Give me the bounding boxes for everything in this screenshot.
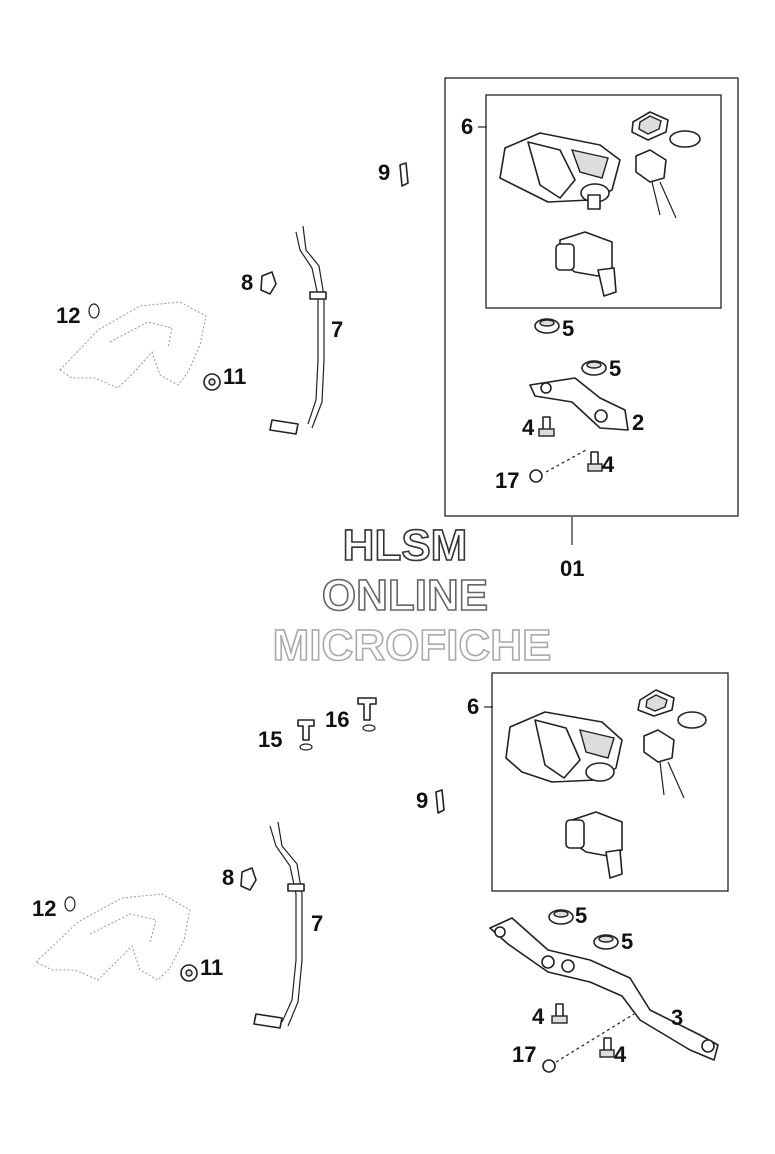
bolt-part [297, 697, 377, 751]
label-4: 4 [532, 1004, 545, 1029]
watermark-line-3: MICROFICHE [273, 621, 552, 670]
label-5: 5 [575, 903, 587, 928]
sensor-cable-part [253, 821, 305, 1029]
switch-bracket-part [565, 811, 623, 879]
cover-part-faint [35, 893, 191, 981]
label-4: 4 [602, 452, 615, 477]
watermark-line-2: ONLINE [322, 571, 488, 620]
label-4: 4 [614, 1042, 627, 1067]
label-12: 12 [32, 896, 56, 921]
assembly-6-lower-box [491, 672, 729, 892]
label-6: 6 [461, 114, 473, 139]
label-5: 5 [609, 356, 621, 381]
long-bracket-part [489, 917, 719, 1061]
label-17: 17 [512, 1042, 536, 1067]
label-12: 12 [56, 303, 80, 328]
label-8: 8 [241, 270, 253, 295]
label-8: 8 [222, 865, 234, 890]
screw-part [529, 416, 603, 483]
label-3: 3 [671, 1005, 683, 1030]
switch-plug-part [635, 149, 677, 219]
label-6: 6 [467, 694, 479, 719]
indicator-lens-part [631, 111, 701, 148]
switch-housing-part [499, 132, 621, 210]
watermark: HLSM ONLINE MICROFICHE [272, 520, 552, 671]
clip-part [435, 789, 445, 814]
label-2: 2 [632, 410, 644, 435]
grommet-part [548, 909, 619, 950]
label-5: 5 [621, 929, 633, 954]
grommet-part [534, 318, 607, 376]
label-11: 11 [223, 364, 246, 389]
label-7: 7 [331, 317, 343, 342]
label-9: 9 [378, 160, 390, 185]
screw-part [542, 1003, 615, 1073]
mounting-bracket-part [529, 377, 629, 431]
label-5: 5 [562, 316, 574, 341]
switch-plug-part [643, 729, 685, 799]
switch-housing-part [505, 711, 623, 783]
nut-part [203, 373, 221, 391]
cover-part-faint [59, 301, 207, 389]
label-15: 15 [258, 727, 282, 752]
watermark-line-1: HLSM [343, 521, 468, 570]
label-11: 11 [200, 955, 223, 980]
label-4: 4 [522, 415, 535, 440]
label-7: 7 [311, 911, 323, 936]
assembly-6-inner-box [485, 94, 722, 309]
clip-part [399, 162, 409, 187]
sensor-cable-part [269, 225, 327, 435]
label-9: 9 [416, 788, 428, 813]
switch-bracket-part [555, 231, 617, 297]
cable-clamp-part [260, 271, 277, 295]
cable-clamp-part [240, 867, 257, 891]
label-01: 01 [560, 556, 584, 581]
label-16: 16 [325, 707, 349, 732]
label-17: 17 [495, 468, 519, 493]
assembly-01-outer-box [444, 77, 739, 517]
nut-part [180, 964, 198, 982]
indicator-lens-part [637, 689, 707, 729]
